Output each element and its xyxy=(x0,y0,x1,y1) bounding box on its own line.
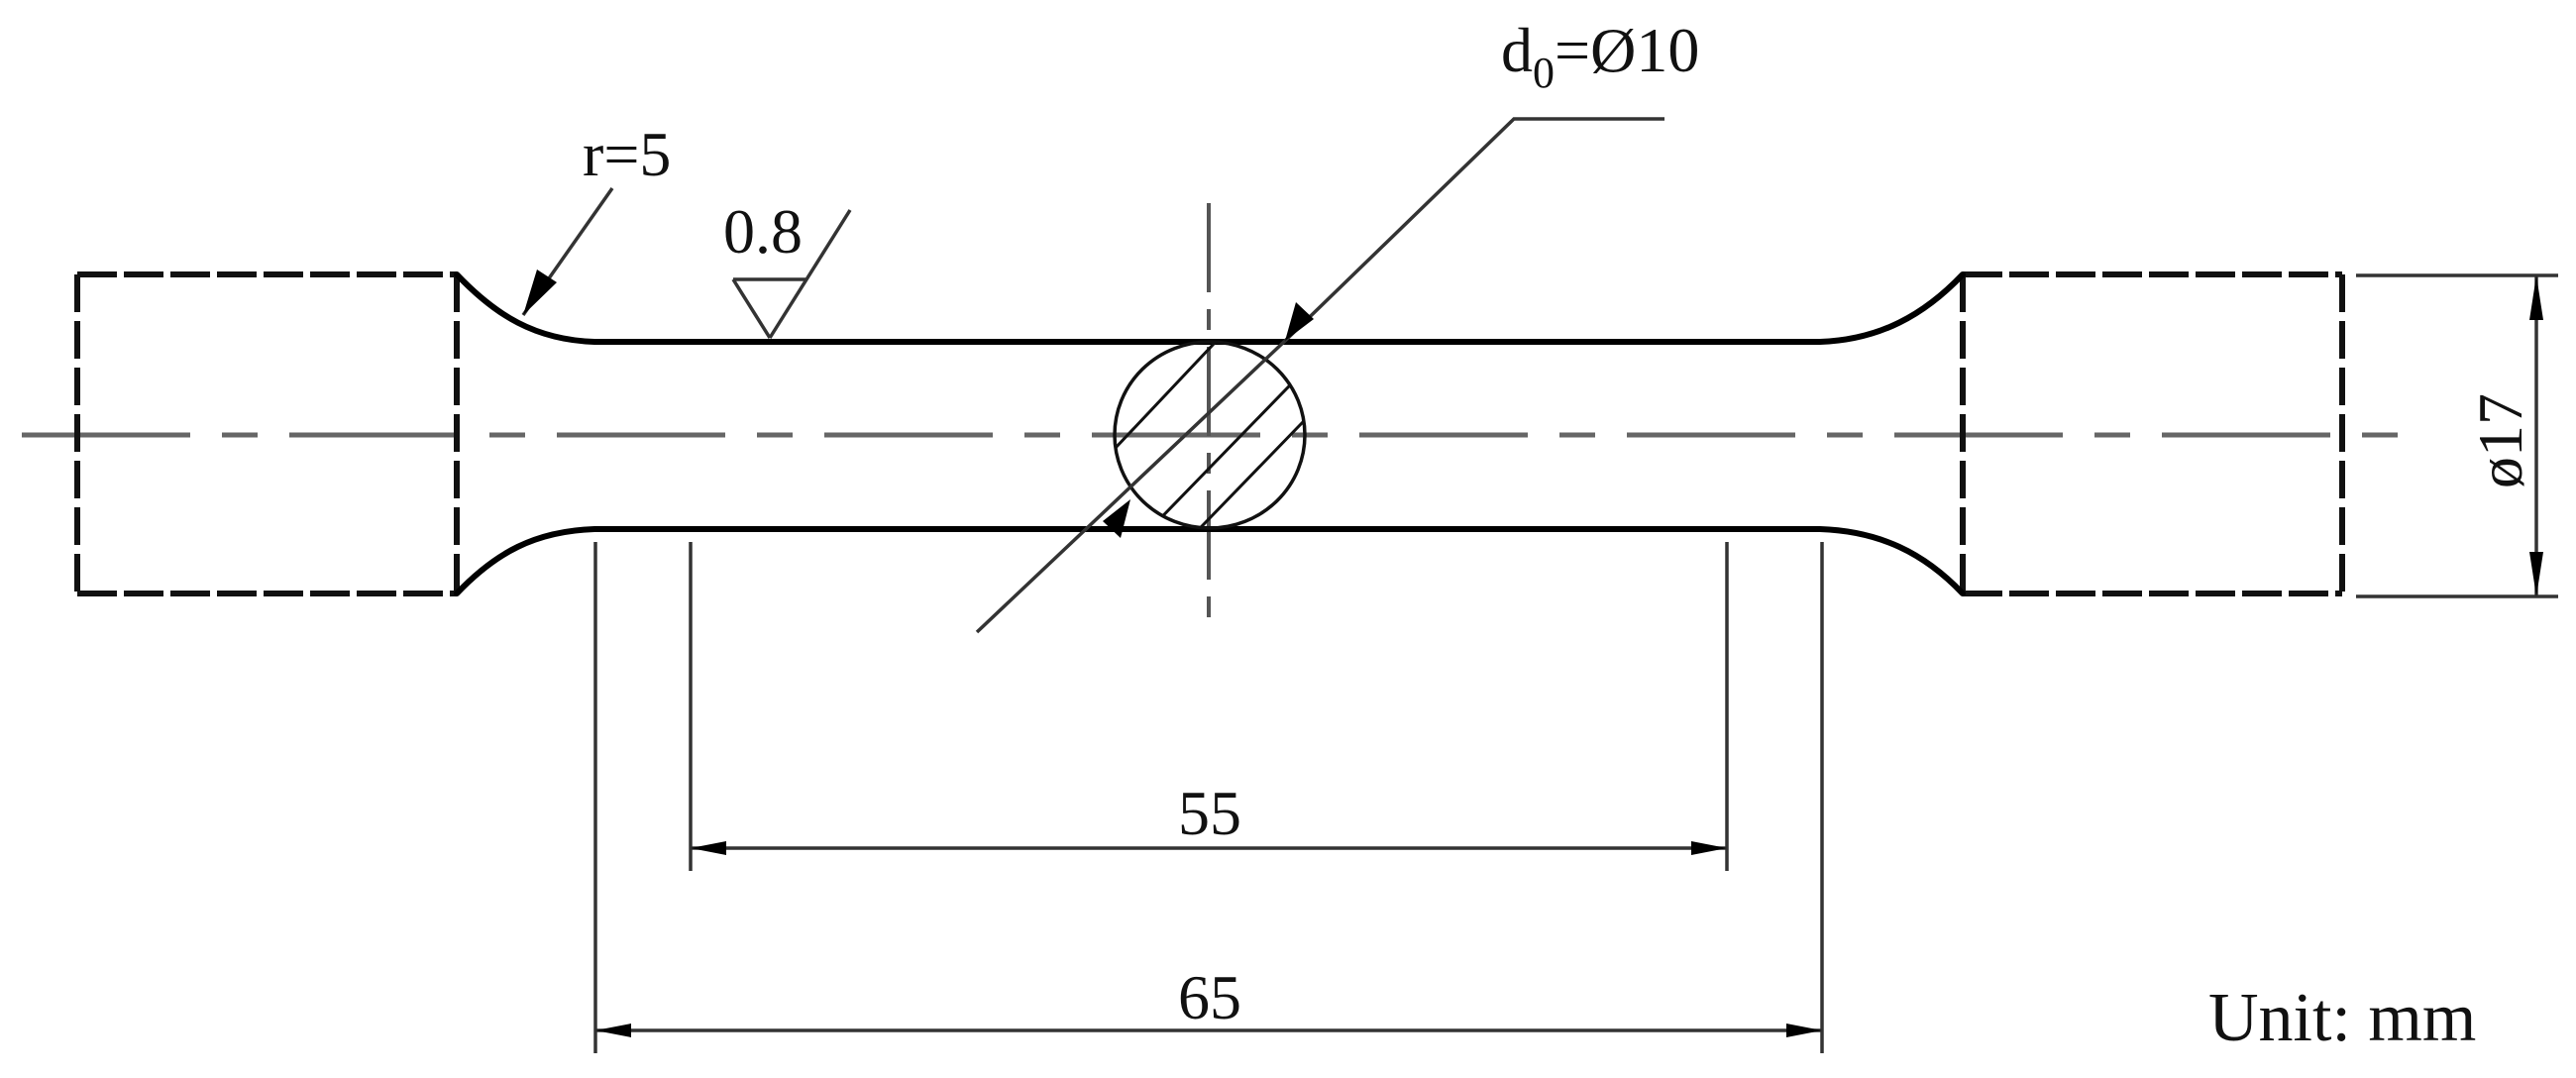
surface-roughness-value: 0.8 xyxy=(723,196,803,267)
unit-label: Unit: mm xyxy=(2208,980,2476,1056)
grip-diameter-dimension xyxy=(2356,273,2558,598)
left-grip xyxy=(74,271,460,596)
gauge-length-label: 55 xyxy=(1178,778,1241,848)
diameter-leader xyxy=(975,117,1664,634)
cross-section xyxy=(1113,340,1307,530)
parallel-length-dimension xyxy=(593,542,1824,1053)
fillet-radius-leader xyxy=(521,186,614,317)
right-grip xyxy=(1960,271,2345,596)
gauge-diameter-label: d0=Ø10 xyxy=(1501,15,1699,97)
grip-diameter-label: ø17 xyxy=(2465,393,2535,488)
gauge-length-dimension xyxy=(689,542,1729,871)
surface-roughness-icon xyxy=(731,209,852,339)
fillet-radius-label: r=5 xyxy=(583,119,671,189)
parallel-length-label: 65 xyxy=(1178,962,1241,1032)
